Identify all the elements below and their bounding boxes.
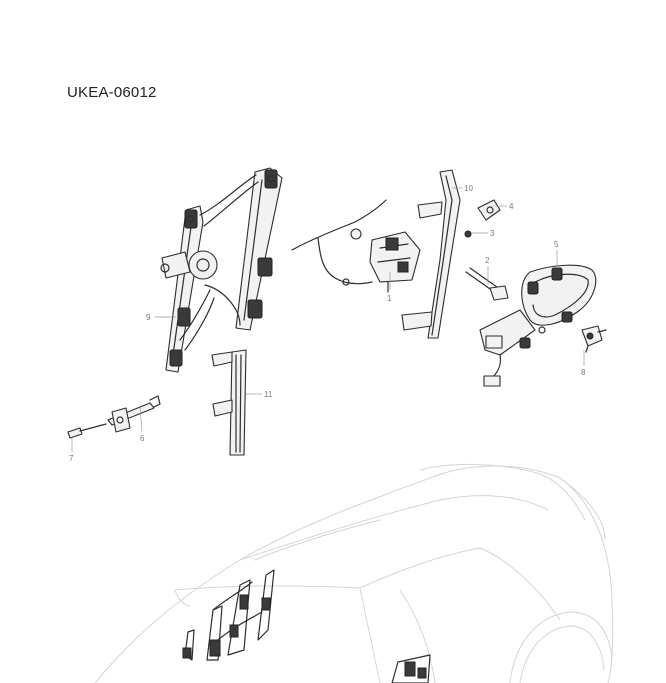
callout-8: 8 bbox=[581, 368, 586, 377]
screw bbox=[464, 230, 472, 238]
rear-check-link bbox=[465, 267, 509, 301]
door-check-right bbox=[581, 325, 607, 353]
regulator-in-vehicle-front bbox=[182, 569, 275, 661]
callout-1: 1 bbox=[387, 294, 392, 303]
rear-window-regulator bbox=[479, 264, 597, 387]
callout-6: 6 bbox=[140, 434, 145, 443]
regulator-in-vehicle-rear bbox=[391, 654, 431, 683]
striker bbox=[477, 199, 501, 221]
callout-9: 9 bbox=[146, 313, 151, 322]
bolt bbox=[67, 423, 107, 439]
vehicle-outline bbox=[94, 463, 614, 683]
callout-4: 4 bbox=[509, 202, 514, 211]
glass-run-channel-rear bbox=[401, 169, 461, 339]
callout-11: 11 bbox=[264, 390, 273, 399]
callouts: 1 2 3 4 5 6 7 8 9 10 11 bbox=[69, 184, 586, 463]
diagram-title: UKEA-06012 bbox=[67, 84, 157, 101]
callout-10: 10 bbox=[464, 184, 473, 193]
callout-7: 7 bbox=[69, 454, 74, 463]
glass-run-channel-front bbox=[211, 349, 247, 456]
callout-3: 3 bbox=[490, 229, 495, 238]
callout-2: 2 bbox=[485, 256, 490, 265]
front-window-regulator bbox=[160, 167, 283, 373]
door-check-strap bbox=[107, 395, 161, 433]
door-latch bbox=[291, 199, 421, 293]
callout-5: 5 bbox=[554, 240, 559, 249]
